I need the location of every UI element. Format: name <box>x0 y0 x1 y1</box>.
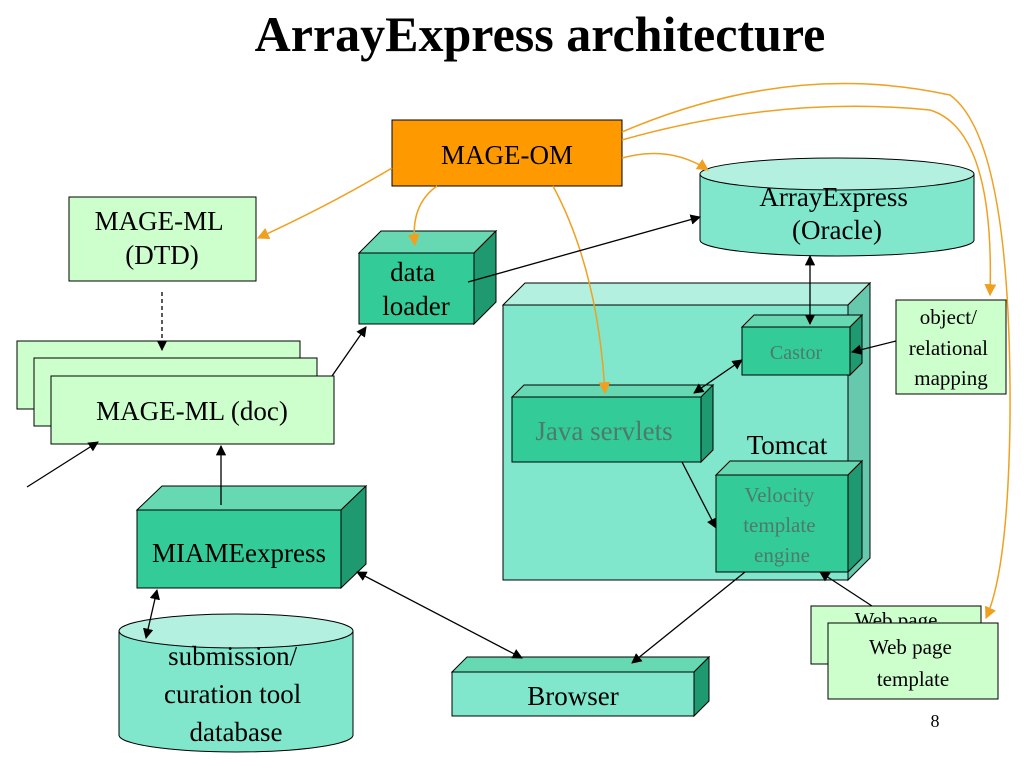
mage-ml-dtd-box <box>68 196 257 282</box>
submission-database <box>118 613 354 753</box>
arrow-mage-om-to-dtd <box>256 167 393 239</box>
java-servlets-label: Java servlets <box>535 416 672 446</box>
java-servlets-box <box>510 383 715 464</box>
arrow-mage-om-to-java-servlets <box>552 185 611 395</box>
arrow-external-to-doc <box>26 441 99 488</box>
submission-database-label: submission/ curation tool database <box>164 641 308 747</box>
arrow-mage-om-to-object-mapping <box>621 105 997 297</box>
slide-title: ArrayExpress architecture <box>254 6 826 62</box>
mage-ml-doc-label: MAGE-ML (doc) <box>96 396 288 426</box>
mage-ml-dtd-label: MAGE-ML (DTD) <box>95 206 230 270</box>
castor-label: Castor <box>770 342 823 364</box>
arrow-castor-servlets <box>693 359 743 394</box>
arrow-doc-to-data-loader <box>331 326 367 377</box>
arrow-velocity-to-browser <box>631 571 746 664</box>
arrow-web-template-to-velocity <box>819 571 873 607</box>
arrow-mage-om-to-arrayexpress <box>621 152 710 171</box>
browser-label: Browser <box>527 681 618 711</box>
arrow-miamexpress-submission-db <box>143 588 160 640</box>
object-relational-mapping-box <box>895 299 1007 395</box>
object-relational-mapping-label: object/ relational mapping <box>909 305 994 390</box>
velocity-engine-box <box>714 459 864 574</box>
web-page-template-front-label: Web page template <box>869 635 957 691</box>
velocity-engine-label: Velocity template engine <box>743 483 821 567</box>
black-connectors <box>26 214 897 664</box>
browser-box <box>450 655 711 718</box>
arrow-miamexpress-browser <box>356 571 523 659</box>
page-number: 8 <box>931 711 940 731</box>
miamexpress-label: MIAMEexpress <box>152 538 326 568</box>
mage-om-connectors <box>256 82 1011 620</box>
arrayexpress-label: ArrayExpress (Oracle) <box>759 182 914 245</box>
web-page-template-front-box <box>827 622 999 700</box>
mage-ml-doc-stack <box>16 340 335 445</box>
arrayexpress-database <box>699 157 975 257</box>
tomcat-label: Tomcat <box>747 430 828 460</box>
arrow-mapping-to-castor <box>850 340 897 355</box>
data-loader-box <box>357 229 498 326</box>
mage-om-box <box>391 119 623 187</box>
arrow-servlets-to-velocity <box>681 461 717 529</box>
arrow-mage-om-to-data-loader <box>407 185 438 247</box>
arrow-data-loader-to-arrayexpress <box>467 214 702 283</box>
miamexpress-box <box>135 484 368 590</box>
data-loader-label: data loader <box>382 257 449 321</box>
mage-om-label: MAGE-OM <box>441 140 573 170</box>
arrow-mage-om-to-web-template <box>621 82 1011 620</box>
